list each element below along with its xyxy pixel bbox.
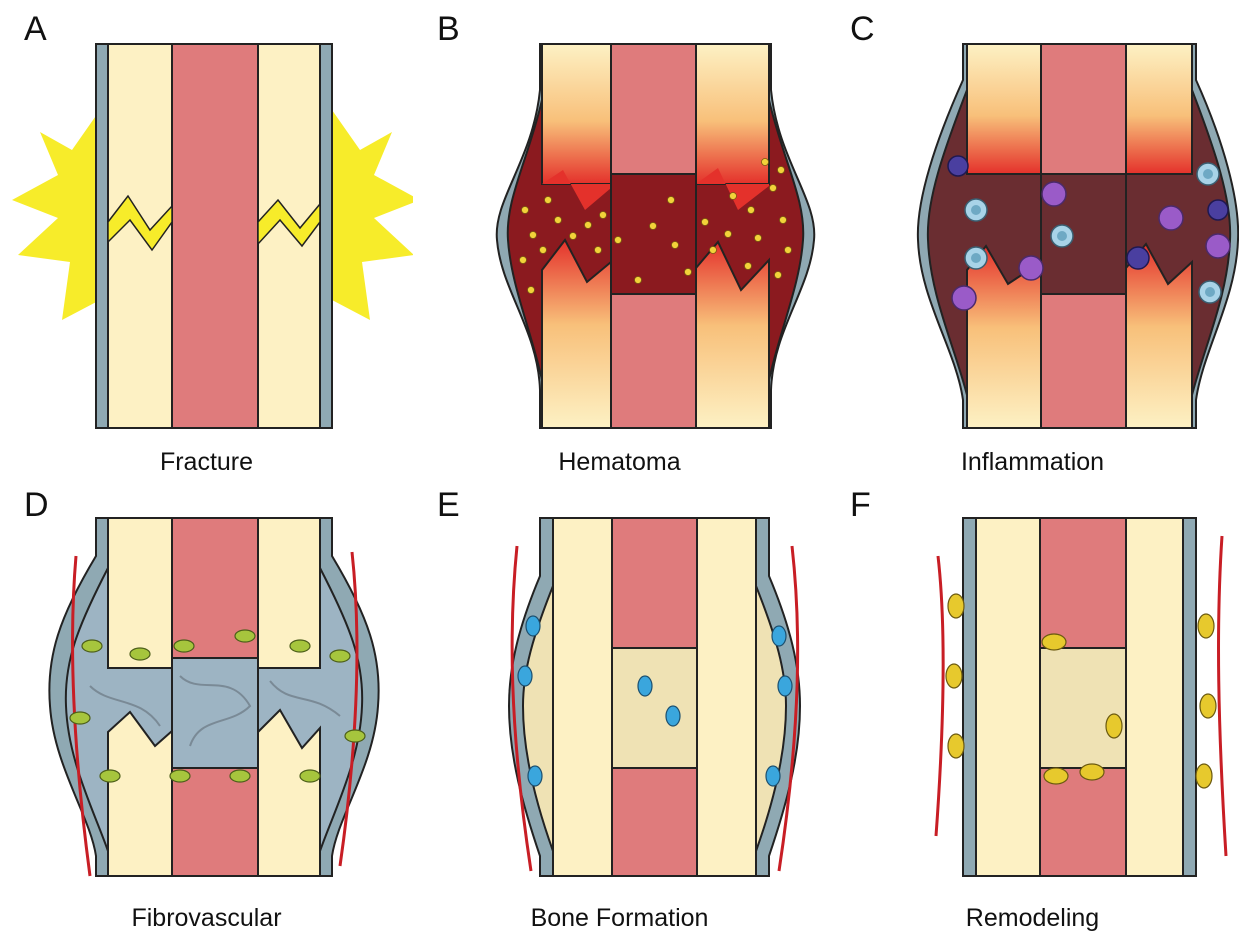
panel-a: A Fracture xyxy=(0,0,413,476)
remodeling-diagram xyxy=(826,476,1239,952)
panel-caption: Remodeling xyxy=(826,904,1239,933)
panel-f: F Remodeling xyxy=(826,476,1239,952)
panel-b: B Hematoma xyxy=(413,0,826,476)
inflammation-diagram xyxy=(826,0,1239,476)
hematoma-diagram xyxy=(413,0,826,476)
bone-formation-diagram xyxy=(413,476,826,952)
panel-caption: Bone Formation xyxy=(413,904,826,933)
panel-d: D Fibrovascular xyxy=(0,476,413,952)
panel-caption: Fracture xyxy=(0,448,413,477)
panel-caption: Hematoma xyxy=(413,448,826,477)
panel-e: E Bone Formation xyxy=(413,476,826,952)
fracture-diagram xyxy=(0,0,413,476)
panel-c: C Inflammation xyxy=(826,0,1239,476)
panel-caption: Inflammation xyxy=(826,448,1239,477)
panel-caption: Fibrovascular xyxy=(0,904,413,933)
fibrovascular-diagram xyxy=(0,476,413,952)
